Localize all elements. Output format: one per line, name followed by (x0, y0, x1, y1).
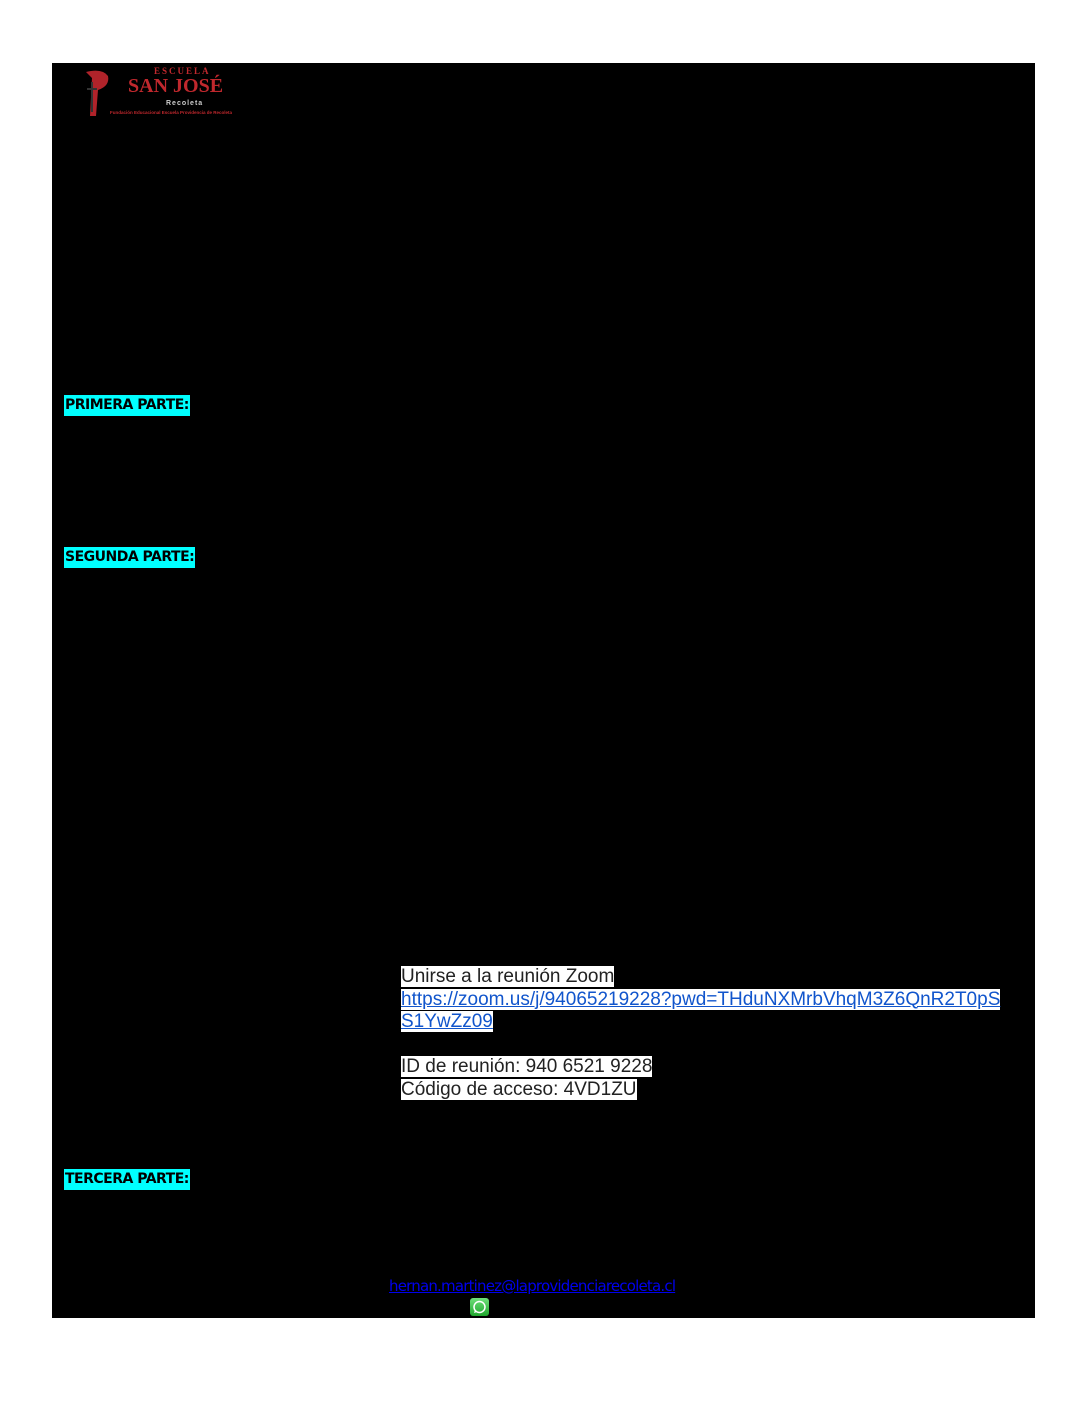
logo-line-2: SAN JOSÉ (128, 75, 224, 97)
zoom-title: Unirse a la reunión Zoom (401, 966, 615, 987)
logo-line-1: ESCUELA (154, 66, 211, 76)
logo-line-3: Recoleta (166, 100, 204, 107)
zoom-meeting-id: ID de reunión: 940 6521 9228 (401, 1056, 653, 1077)
zoom-link-line-2[interactable]: S1YwZz09 (401, 1011, 493, 1032)
section-heading-first: PRIMERA PARTE: (64, 395, 190, 416)
logo-emblem-icon (86, 70, 109, 116)
whatsapp-icon[interactable] (470, 1298, 489, 1316)
zoom-access-code: Código de acceso: 4VD1ZU (401, 1078, 637, 1100)
section-heading-third: TERCERA PARTE: (64, 1169, 190, 1190)
contact-email-link[interactable]: hernan.martinez@laprovidenciarecoleta.cl (389, 1277, 676, 1295)
zoom-link-line-1[interactable]: https://zoom.us/j/94065219228?pwd=THduNX… (401, 988, 1001, 1010)
logo-line-4: Fundación Educacional Escuela Providenci… (110, 110, 233, 115)
section-heading-second: SEGUNDA PARTE: (64, 547, 196, 568)
document-page (52, 63, 1035, 1318)
zoom-meeting-info: Unirse a la reunión Zoom https://zoom.us… (401, 966, 1001, 1101)
school-logo: ESCUELA SAN JOSÉ Recoleta Fundación Educ… (82, 66, 272, 120)
